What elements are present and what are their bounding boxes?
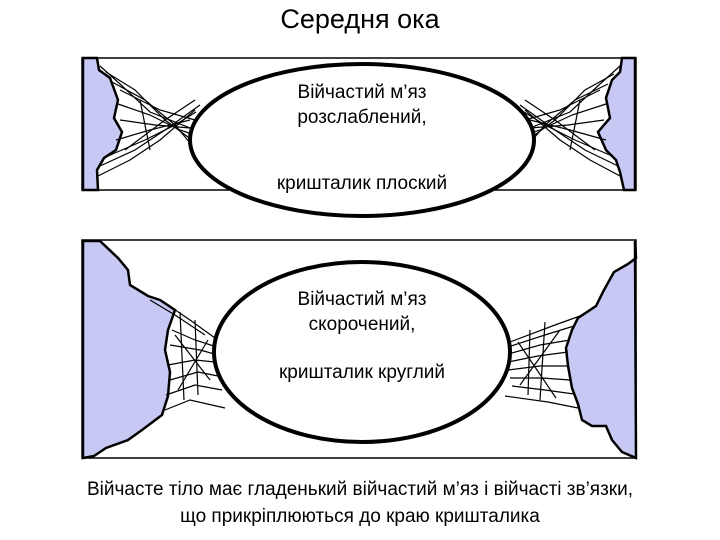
- ciliary-body-left-relaxed: [81, 56, 124, 192]
- zonular-fibers-right-contracted: [504, 315, 581, 409]
- panel-relaxed: [81, 56, 637, 218]
- panel-contracted-label-line1: Війчастий м’яз: [297, 289, 427, 310]
- zonular-fibers-left-contracted: [149, 299, 226, 411]
- panel-contracted-label-line2: скорочений,: [308, 314, 416, 335]
- ciliary-body-right-relaxed: [596, 56, 637, 192]
- panel-relaxed-label-line2: розслаблений,: [297, 107, 427, 128]
- panel-contracted-label: Війчастий м’яз скорочений, кришталик кру…: [230, 287, 494, 385]
- caption: Війчасте тіло має гладенький війчастий м…: [0, 476, 720, 530]
- panel-relaxed-label-line3: кришталик плоский: [276, 173, 448, 194]
- lens-round: [212, 260, 512, 444]
- caption-line2: що прикріплюються до краю кришталика: [180, 506, 540, 527]
- ciliary-body-left-contracted: [81, 239, 177, 460]
- caption-line1: Війчасте тіло має гладенький війчастий м…: [87, 479, 633, 500]
- panel-contracted-label-line3: кришталик круглий: [278, 362, 446, 383]
- zonular-fibers-left-relaxed: [97, 65, 201, 177]
- lens-flat: [188, 62, 536, 218]
- page-title: Середня ока: [280, 4, 440, 34]
- panel-relaxed-label-line1: Війчастий м’яз: [297, 82, 427, 103]
- panel-relaxed-label: Війчастий м’яз розслаблений, кришталик п…: [230, 80, 494, 196]
- panel-contracted: [81, 239, 638, 460]
